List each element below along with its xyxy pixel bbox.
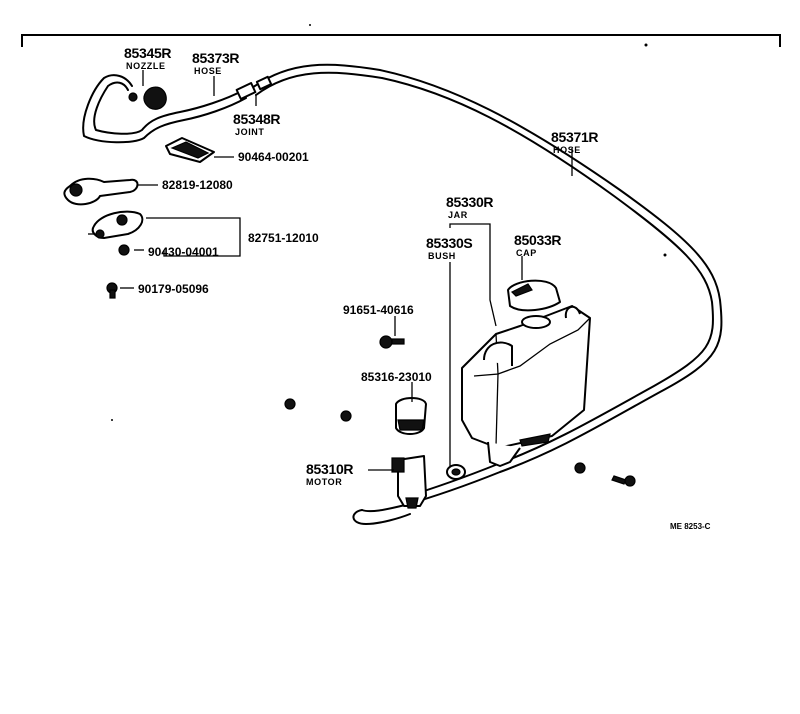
nut-left-drawing <box>284 398 296 410</box>
label-joint-number: 85348R <box>233 111 280 127</box>
label-nozzle-number: 85345R <box>124 45 171 61</box>
label-nozzle-name: NOZZLE <box>126 61 166 71</box>
label-85316: 85316-23010 <box>361 370 432 384</box>
label-91651: 91651-40616 <box>343 303 414 317</box>
mount-82751-drawing <box>91 210 144 239</box>
label-hose-short-number: 85373R <box>192 50 239 66</box>
figure-code: ME 8253-C <box>670 522 711 531</box>
label-jar-number: 85330R <box>446 194 493 210</box>
grommet-91651-drawing <box>379 335 405 349</box>
motor-drawing <box>391 455 427 509</box>
bush-drawing <box>446 464 466 480</box>
label-motor-name: MOTOR <box>306 477 342 487</box>
label-90179: 90179-05096 <box>138 282 209 296</box>
frame-bracket <box>21 34 781 47</box>
label-cap-name: CAP <box>516 248 537 258</box>
screw-90179-drawing <box>106 282 118 299</box>
nozzle-drawing <box>128 86 167 110</box>
cap-drawing <box>507 279 561 312</box>
jar-drawing <box>461 305 591 467</box>
clip-90464-drawing <box>165 137 215 163</box>
screw-right-drawing <box>611 475 636 487</box>
speck <box>663 253 667 257</box>
label-82751: 82751-12010 <box>248 231 319 245</box>
clamp-82819-drawing <box>63 177 139 206</box>
speck <box>111 419 113 421</box>
label-cap-number: 85033R <box>514 232 561 248</box>
label-90430: 90430-04001 <box>148 245 219 259</box>
speck <box>644 43 648 47</box>
bracket-85316-drawing <box>395 397 427 435</box>
hose-long-drawing <box>251 63 723 525</box>
label-joint-name: JOINT <box>235 127 265 137</box>
nut-mid-drawing <box>340 410 352 422</box>
label-hose-long-number: 85371R <box>551 129 598 145</box>
leader-lines <box>88 70 573 471</box>
label-90464: 90464-00201 <box>238 150 309 164</box>
label-bush-number: 85330S <box>426 235 472 251</box>
nut-right-drawing <box>574 462 586 474</box>
joint-drawing <box>235 75 273 100</box>
hose-short-drawing <box>82 74 247 144</box>
label-82819: 82819-12080 <box>162 178 233 192</box>
label-jar-name: JAR <box>448 210 468 220</box>
label-bush-name: BUSH <box>428 251 456 261</box>
speck <box>309 24 311 26</box>
label-hose-short-name: HOSE <box>194 66 222 76</box>
label-hose-long-name: HOSE <box>553 145 581 155</box>
label-motor-number: 85310R <box>306 461 353 477</box>
nut-90430-drawing <box>118 244 130 256</box>
